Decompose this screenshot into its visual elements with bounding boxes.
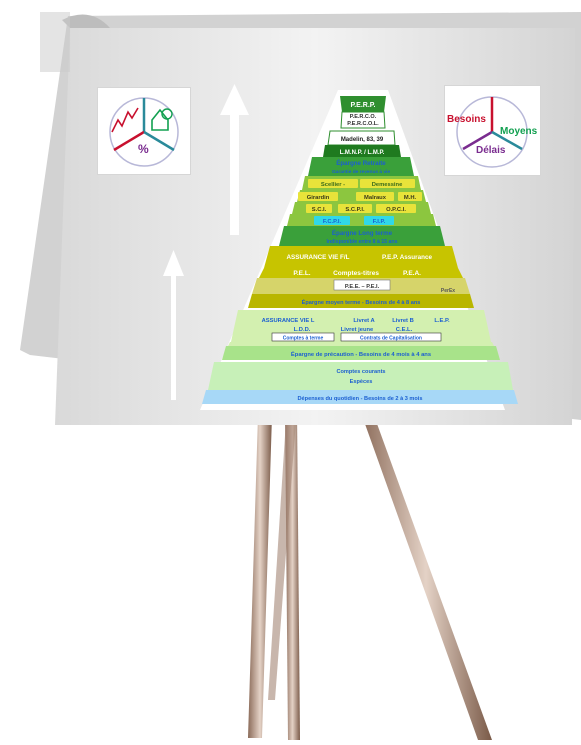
tier-comptes-courants [208,362,513,390]
tall-arrow-shaft [230,110,239,235]
text-capitalisation: Contrats de Capitalisation [360,336,422,342]
tier-perp [340,96,386,112]
text-lmnp: L.M.N.P. / L.M.P. [340,150,385,156]
tier-perco [340,111,386,129]
text-scpi: S.C.P.I. [345,207,365,213]
text-pel: P.E.L. [293,270,310,277]
tier-long-terme [279,226,445,246]
tier-moyen-terme [248,294,474,308]
tier-epargne-retraite [308,157,414,176]
text-madelin: Madelin, 83, 39 [341,137,384,143]
tier-pel [259,268,463,278]
text-lep: L.E.P. [434,318,450,324]
text-epargne-retraite: Épargne Retraite [336,159,386,167]
text-ldd: L.D.D. [294,327,311,333]
tier-lmnp [323,145,401,157]
text-comptes-terme: Comptes à terme [283,336,324,342]
text-pep-assurance: P.E.P. Assurance [382,254,432,261]
text-demessine: Demessine [372,182,403,188]
short-arrow-shaft [171,272,176,400]
text-opci: O.P.C.I. [386,207,406,213]
text-long-terme: Épargne Long terme [332,229,393,237]
text-livret-a: Livret A [353,318,375,324]
back-leg [268,420,296,700]
tier-assurance-vie-l [234,310,488,328]
text-cel: C.E.L. [396,327,413,333]
text-fip: F.I.P. [373,219,386,225]
text-perex: PerEx [441,288,455,294]
left-icon-box: % [97,87,191,175]
text-fcpi: F.C.P.I. [323,219,342,225]
tier-quotidien [202,390,518,404]
text-mh: M.H. [404,195,417,201]
text-scellier: Scellier - [321,182,345,188]
tier-precaution [222,346,500,360]
text-pea: P.E.A. [403,270,421,277]
label-moyens: Moyens [500,126,538,137]
label-besoins: Besoins [447,114,486,125]
left-leg [248,415,272,738]
text-sci: S.C.I. [312,207,327,213]
text-malraux: Malraux [364,195,387,201]
needs-means-delays-icon [456,96,528,168]
percent-symbol: % [138,142,149,156]
text-assurance-vie-fl: ASSURANCE VIE F/L [287,254,350,261]
text-quotidien: Dépenses du quotidien - Besoins de 2 à 3… [298,396,423,402]
savings-pyramid: P.E.R.P. P.E.R.C.O. P.E.R.C.O.L. Madelin… [200,90,518,410]
up-arrows [163,84,249,400]
text-garantie: Garantie de revenus à vie [332,169,390,175]
text-precaution: Épargne de précaution - Besoins de 4 moi… [291,350,431,358]
tall-arrow-head [220,84,249,115]
text-comptes-courants: Comptes courants [336,369,385,375]
text-indisponible: Indisponible entre 8 à 15 ans [327,239,398,245]
text-assurance-vie-l: ASSURANCE VIE L [262,318,315,324]
text-percol: P.E.R.C.O.L. [347,121,379,127]
text-perp: P.E.R.P. [350,102,375,109]
right-leg [360,410,492,740]
text-especes: Espèces [350,379,373,385]
text-comptes-titres: Comptes-titres [333,270,379,277]
text-livret-jeune: Livret jeune [341,327,374,333]
right-icon-box: Besoins Moyens Délais [444,85,541,176]
chart-house-percent-icon [109,97,179,167]
tier-assurance-vie-fl [264,246,458,268]
tier-fcpi [287,214,436,226]
text-livret-b: Livret B [392,318,414,324]
label-delais: Délais [476,145,506,156]
text-moyen-terme: Épargne moyen terme - Besoins de 4 à 8 a… [302,298,421,306]
short-arrow-head [163,250,184,276]
text-perco: P.E.R.C.O. [350,114,377,120]
text-girardin: Girardin [307,195,330,201]
text-pee: P.E.E. – P.E.I. [345,284,380,290]
